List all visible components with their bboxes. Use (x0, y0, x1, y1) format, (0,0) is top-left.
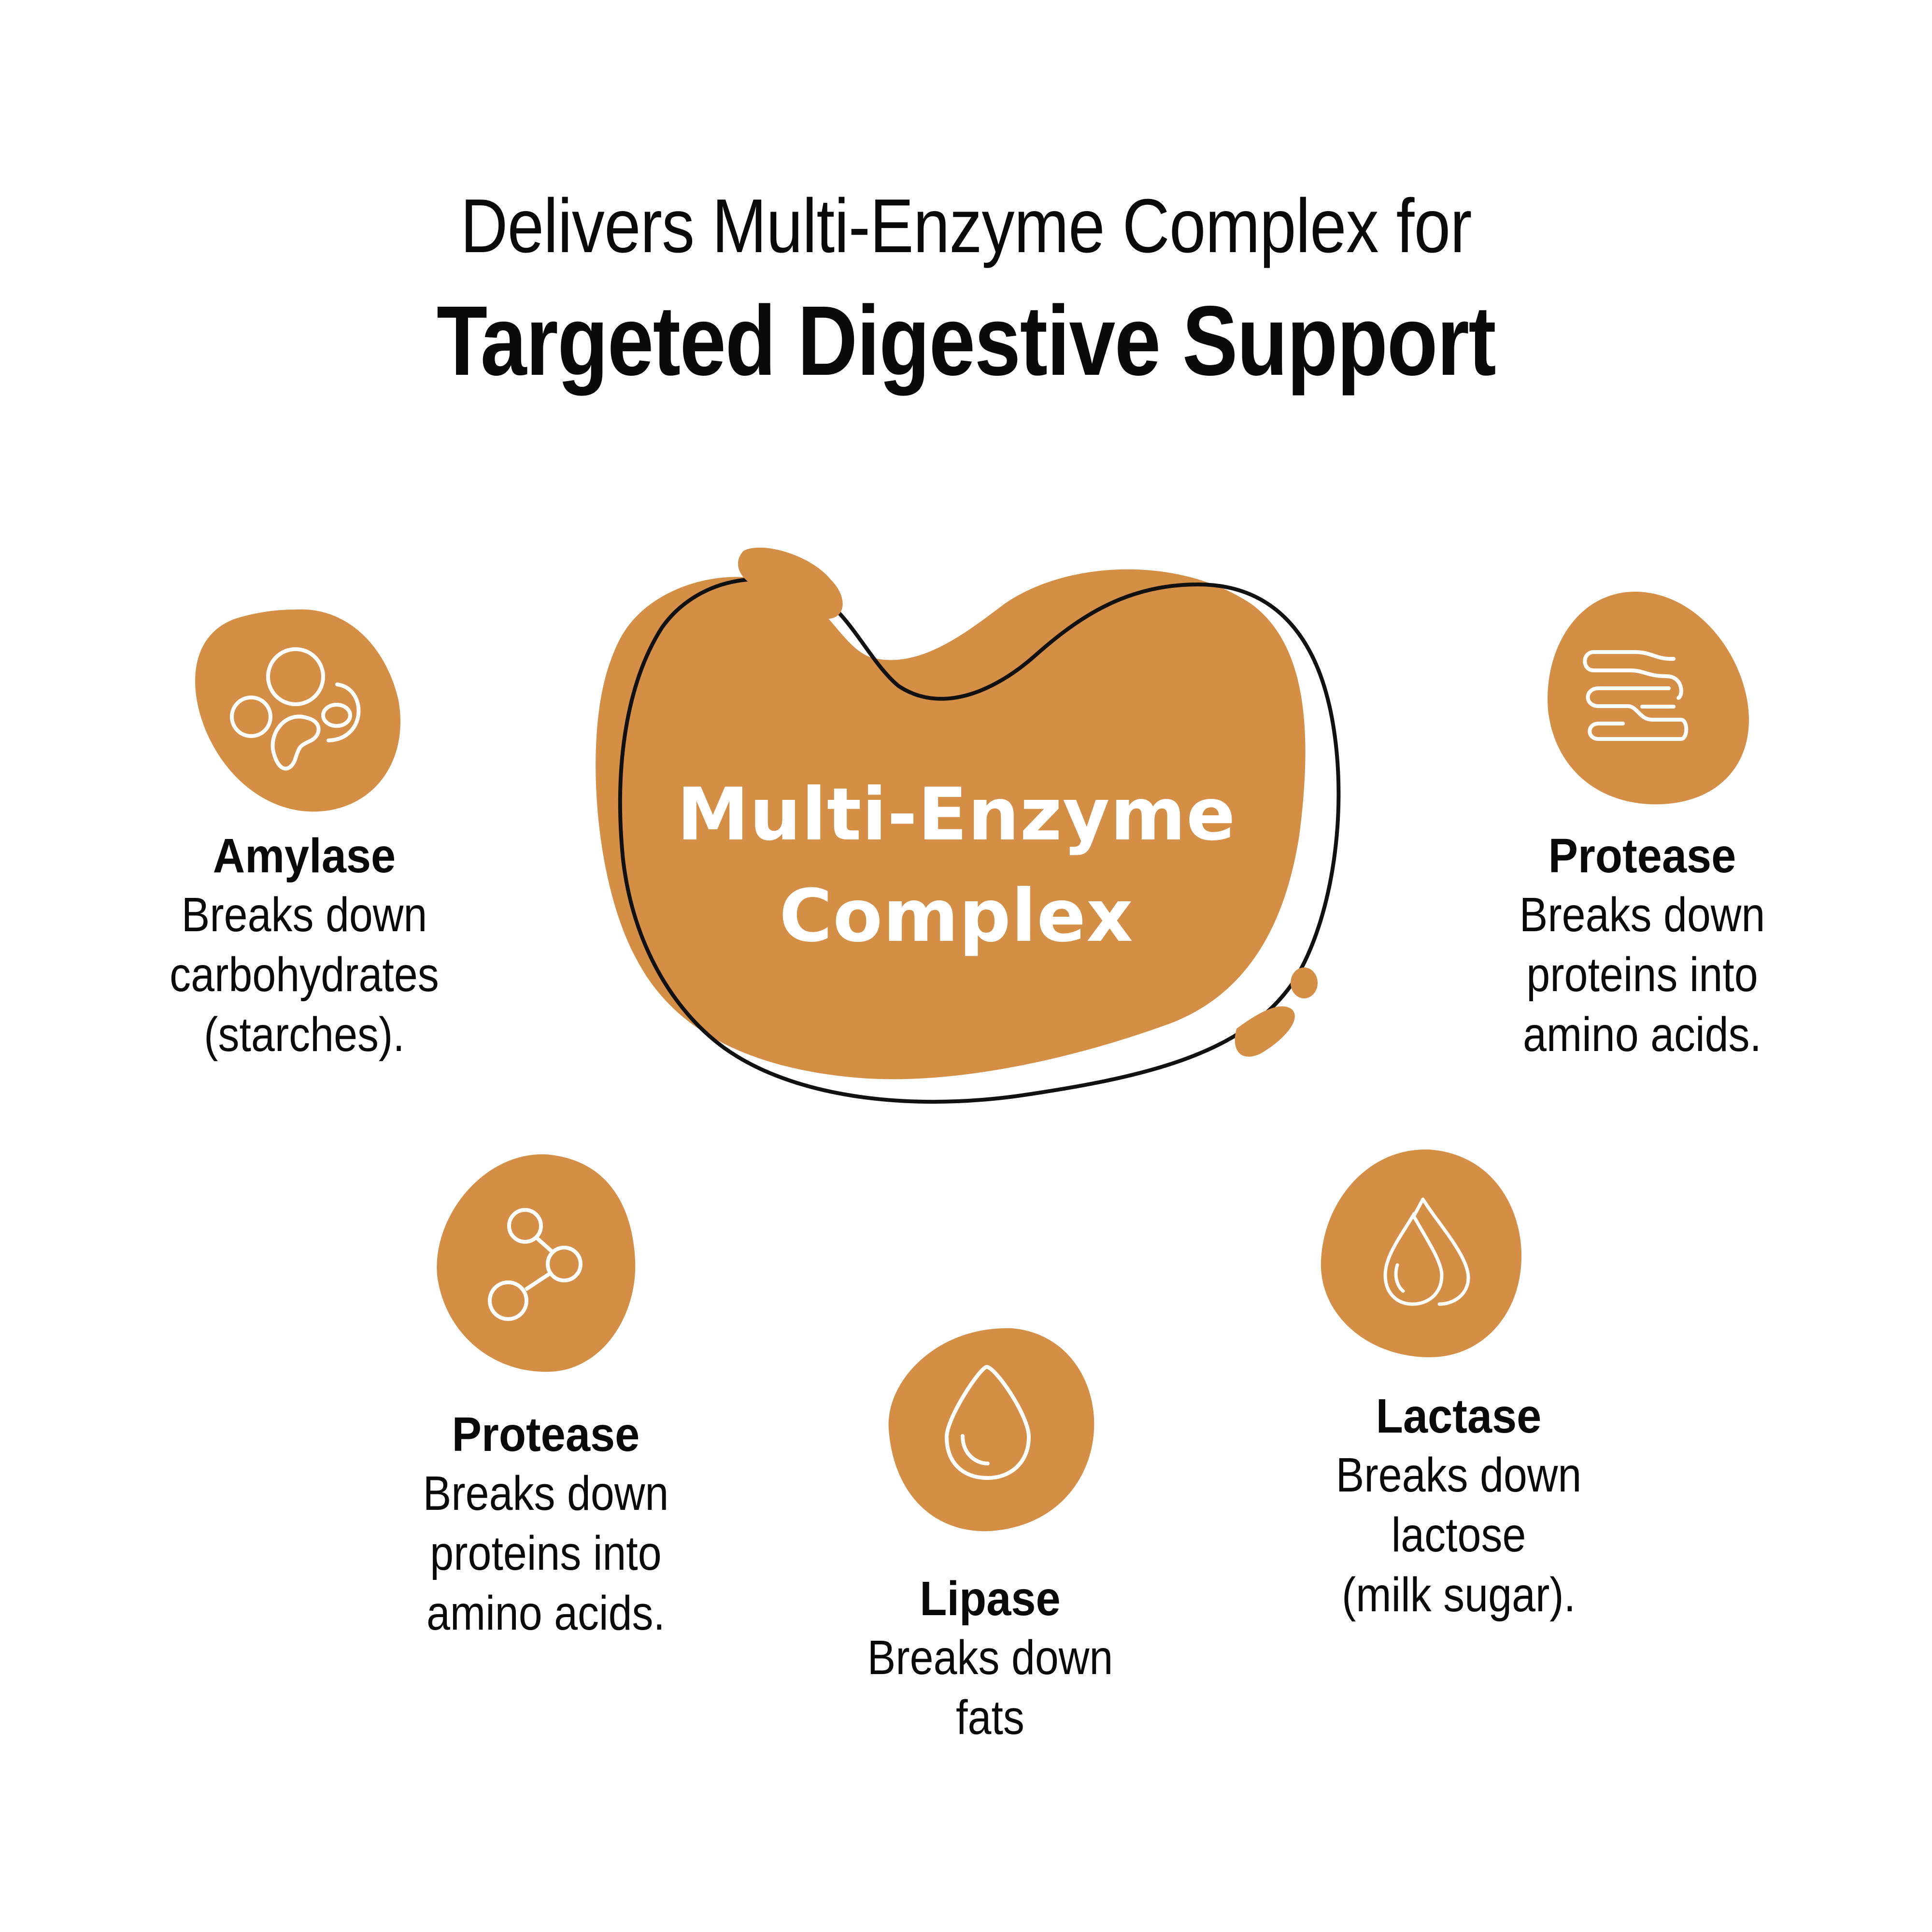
lactase-icon-blob (1321, 1149, 1521, 1357)
splash-dash (1235, 1006, 1295, 1057)
center-blob-outline (618, 577, 1341, 1104)
desc-line: Breaks down (867, 1631, 1113, 1685)
amylase-icon-blob (195, 609, 401, 812)
subtitle: Delivers Multi-Enzyme Complex for (460, 184, 1472, 269)
lipase-icon-blob (888, 1328, 1094, 1532)
desc-line: amino acids. (426, 1586, 666, 1640)
enzyme-title: Protease (1548, 829, 1736, 883)
desc-line: Breaks down (1335, 1448, 1582, 1502)
enzyme-card-lipase: Lipase Breaks down fats (836, 1570, 1145, 1747)
desc-line: Breaks down (1519, 888, 1765, 942)
enzyme-title: Lipase (920, 1572, 1061, 1626)
enzyme-desc: Breaks down fats (854, 1628, 1126, 1747)
enzyme-card-amylase: Amylase Breaks down carbohydrates (starc… (150, 827, 459, 1065)
headline: Targeted Digestive Support (436, 285, 1496, 396)
protease-left-icon-blob (437, 1154, 636, 1372)
desc-line: carbohydrates (170, 948, 439, 1002)
protease-right-icon-blob (1548, 591, 1749, 805)
center-blob (596, 547, 1341, 1104)
enzyme-card-protease-right: Protease Breaks down proteins into amino… (1488, 827, 1797, 1065)
enzyme-title: Protease (452, 1407, 640, 1462)
enzyme-title: Lactase (1376, 1389, 1542, 1443)
oil-drop-icon (944, 1364, 1031, 1480)
center-blob-fill (596, 569, 1306, 1080)
enzyme-desc: Breaks down proteins into amino acids. (1506, 885, 1778, 1065)
desc-line: fats (956, 1690, 1024, 1745)
desc-line: Breaks down (181, 888, 427, 942)
desc-line: lactose (1391, 1508, 1526, 1562)
desc-line: proteins into (1526, 948, 1758, 1002)
enzyme-card-protease-left: Protease Breaks down proteins into amino… (391, 1406, 700, 1643)
enzyme-desc: Breaks down proteins into amino acids. (410, 1463, 682, 1643)
enzyme-desc: Breaks down carbohydrates (starches). (168, 885, 440, 1065)
splash-dot (1291, 967, 1318, 998)
milk-drops-icon (1383, 1197, 1470, 1306)
enzyme-card-lactase: Lactase Breaks down lactose (milk sugar)… (1304, 1387, 1613, 1625)
desc-line: amino acids. (1522, 1008, 1762, 1062)
splash-top (738, 547, 843, 619)
center-label-line1: Multi-Enzyme (677, 773, 1236, 857)
desc-line: (milk sugar). (1341, 1568, 1576, 1622)
intestine-icon (1583, 650, 1689, 741)
center-label-line2: Complex (779, 874, 1134, 958)
desc-line: Breaks down (423, 1466, 669, 1520)
molecule-icon (488, 1208, 582, 1321)
desc-line: proteins into (430, 1526, 662, 1580)
desc-line: (starches). (204, 1008, 405, 1062)
enzyme-desc: Breaks down lactose (milk sugar). (1322, 1445, 1594, 1625)
enzyme-title: Amylase (213, 829, 396, 883)
starch-granules-icon (230, 647, 361, 771)
